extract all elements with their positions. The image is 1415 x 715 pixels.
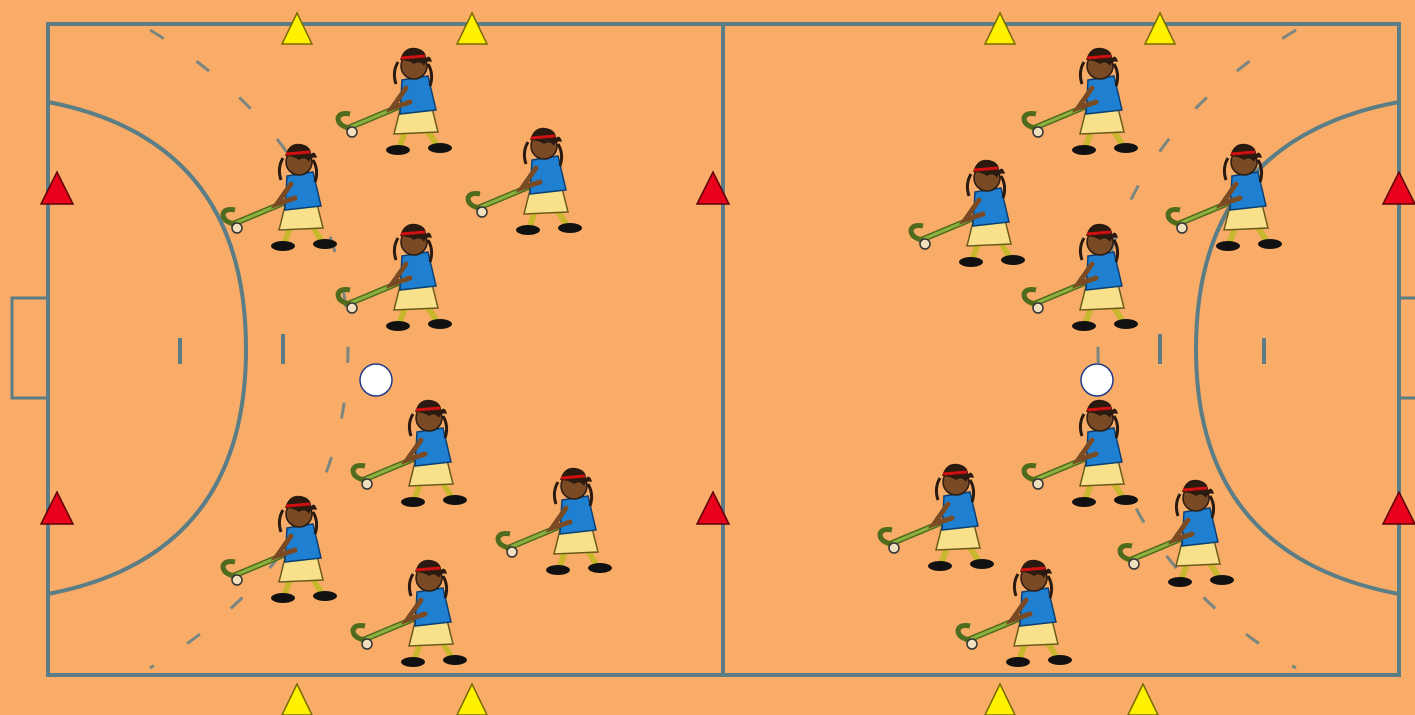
hockey-player-icon <box>1120 480 1234 587</box>
hockey-player-icon <box>1024 400 1138 507</box>
hockey-player-icon <box>468 128 582 235</box>
cone-icon <box>41 172 73 204</box>
cone-icon <box>41 492 73 524</box>
hockey-player-icon <box>338 224 452 331</box>
hockey-player-icon <box>223 496 337 603</box>
hockey-player-icon <box>911 160 1025 267</box>
hockey-player-icon <box>223 144 337 251</box>
hockey-player-icon <box>338 48 452 155</box>
cone-icon <box>1383 492 1415 524</box>
cone-icon <box>1383 172 1415 204</box>
cone-icon <box>457 13 487 44</box>
hockey-player-icon <box>498 468 612 575</box>
hockey-player-icon <box>1024 48 1138 155</box>
cone-icon <box>282 13 312 44</box>
cone-icon <box>457 684 487 715</box>
cone-icon <box>985 13 1015 44</box>
ball-icon <box>1081 364 1113 396</box>
cone-icon <box>1145 13 1175 44</box>
hockey-player-icon <box>958 560 1072 667</box>
hockey-player-icon <box>353 400 467 507</box>
cone-icon <box>1128 684 1158 715</box>
cone-icon <box>282 684 312 715</box>
pitch-lines <box>12 24 1415 675</box>
cone-icon <box>985 684 1015 715</box>
hockey-player-icon <box>1168 144 1282 251</box>
hockey-player-icon <box>353 560 467 667</box>
ball-icon <box>360 364 392 396</box>
hockey-player-icon <box>880 464 994 571</box>
right-team <box>880 48 1282 667</box>
hockey-player-icon <box>1024 224 1138 331</box>
